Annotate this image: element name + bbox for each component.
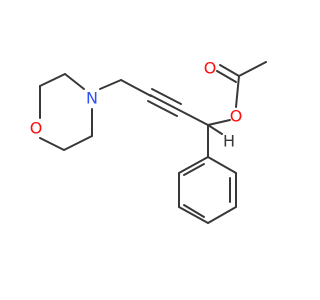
bond-methine-o-ester: [207, 119, 231, 126]
atom-h-methine: H: [223, 132, 235, 151]
bond-n-ring-c1: [64, 73, 85, 90]
phenyl-bond-3: [207, 206, 237, 224]
bond-alkyne-methine: [178, 109, 209, 126]
triple-bond-line-1: [149, 94, 180, 111]
phenyl-inner-bond-3: [183, 163, 205, 176]
phenyl-bond-6: [178, 156, 209, 174]
bond-carbonyl-methyl: [238, 61, 267, 77]
bond-ring-c3-c4: [63, 135, 93, 151]
bond-carbonyl-double-2: [216, 70, 237, 83]
phenyl-bond-4: [178, 206, 209, 224]
atom-o-ester: O: [230, 107, 243, 126]
phenyl-bond-1: [207, 156, 237, 174]
atom-o-morpholine: O: [30, 119, 43, 138]
atom-o-carbonyl: O: [204, 59, 217, 78]
bond-carbonyl-double-1: [219, 64, 240, 77]
bond-o-ester-carbonyl-c: [235, 75, 240, 108]
bond-ch2-alkyne: [120, 79, 152, 97]
bond-ring-c1-c2: [39, 73, 66, 87]
triple-bond-line-3: [147, 100, 178, 117]
bond-n-ch2: [99, 79, 122, 90]
bond-methine-h: [207, 124, 223, 135]
phenyl-inner-bond-2: [183, 204, 205, 218]
bond-ring-o-c3: [39, 137, 65, 151]
atom-n-morpholine: N: [86, 89, 98, 108]
molecule-structure: O O N O H: [30, 59, 267, 224]
triple-bond-line-2: [151, 88, 182, 105]
